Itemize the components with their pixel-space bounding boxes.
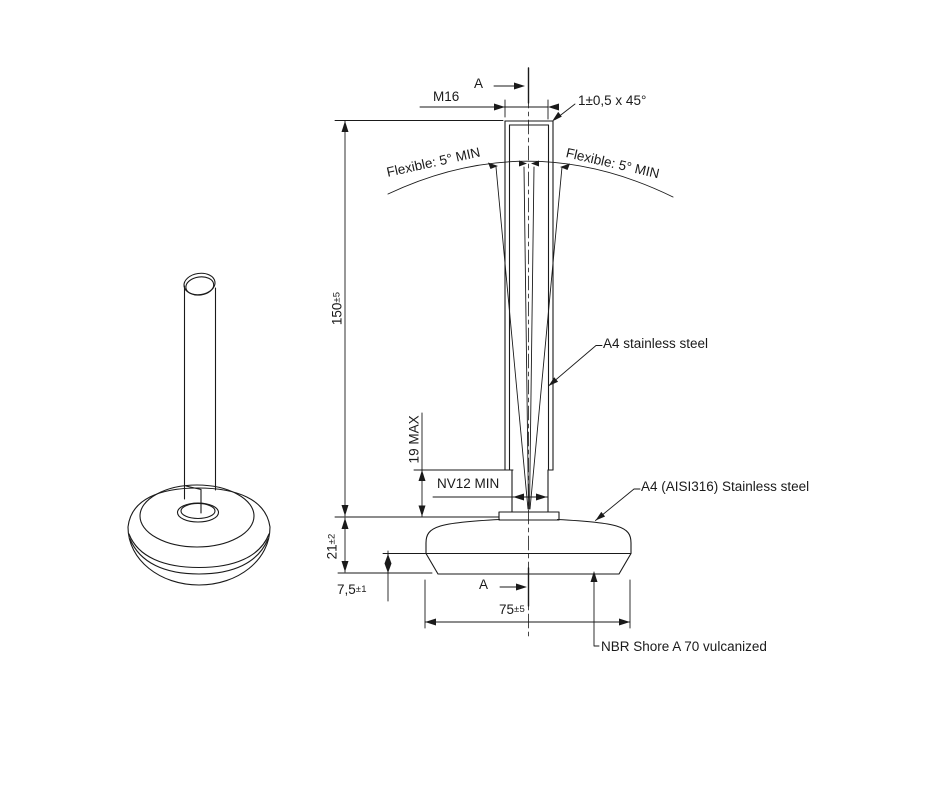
front-rod — [499, 121, 559, 520]
dim-75 — [425, 580, 630, 628]
leader-chamfer — [552, 104, 575, 122]
dim-nv12 — [433, 493, 548, 501]
section-a-bottom — [500, 568, 529, 606]
dim-label-wrench-height: 19 MAX — [406, 415, 422, 464]
flex-arc — [388, 160, 673, 198]
dim-21 — [335, 517, 499, 573]
front-view — [335, 68, 673, 646]
iso-base — [128, 485, 270, 585]
iso-wrench-flat — [186, 486, 201, 513]
thread-callout: M16 — [433, 89, 460, 104]
dim-150 — [335, 121, 503, 517]
front-collar — [499, 512, 559, 520]
dim-m16 — [420, 100, 559, 119]
leader-rod-material — [549, 346, 603, 387]
section-marker-bottom: A — [479, 577, 489, 592]
base-material-label: A4 (AISI316) Stainless steel — [641, 479, 810, 494]
dim-7-5 — [384, 551, 392, 601]
leader-base-material — [596, 489, 641, 521]
section-a-top — [494, 68, 529, 103]
dim-label-base-diameter: 75±5 — [499, 602, 525, 617]
flex-cone-lines — [496, 167, 562, 509]
dim-label-rubber-height: 7,5±1 — [337, 582, 367, 597]
rod-material-label: A4 stainless steel — [603, 336, 709, 351]
front-base — [383, 520, 631, 575]
rubber-material-label: NBR Shore A 70 vulcanized — [601, 639, 767, 654]
dim-19 — [414, 413, 513, 517]
chamfer-note: 1±0,5 x 45° — [578, 93, 647, 108]
leader-rubber-material — [590, 571, 600, 646]
iso-rod — [183, 271, 217, 513]
iso-collar — [178, 503, 219, 522]
dim-label-overall-height: 150±5 — [329, 291, 345, 326]
isometric-view — [128, 271, 270, 585]
dim-label-wrench-size: NV12 MIN — [437, 476, 500, 491]
section-marker-top: A — [474, 76, 484, 91]
dim-label-base-height: 21±2 — [324, 533, 340, 560]
